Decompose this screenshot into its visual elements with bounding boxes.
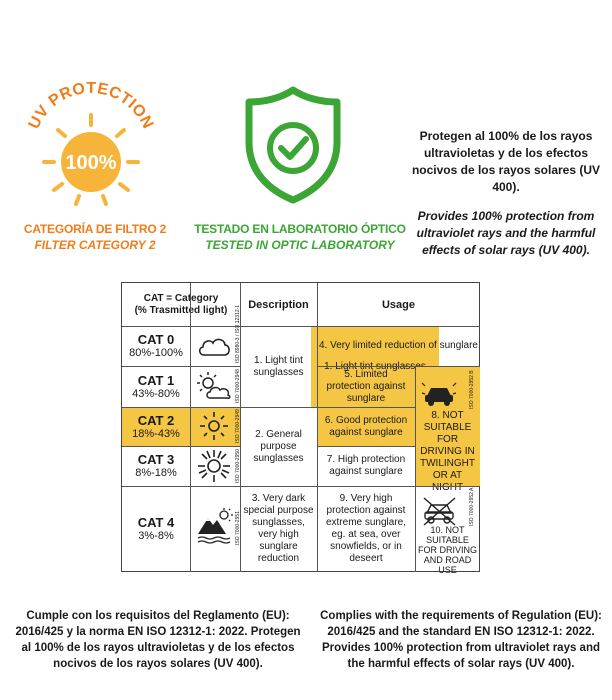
- desc-3-label: 3. Very dark special purpose sunglasses,…: [243, 493, 314, 564]
- uv-protection-badge: UV PROTECTION 100%: [26, 80, 156, 206]
- cat-3-name: CAT 3: [137, 452, 175, 467]
- cat-0-cell: CAT 0 80%-100%: [122, 326, 190, 366]
- filter-category-table: 1. Light tint sunglasses CAT = Category …: [121, 282, 480, 575]
- cat-2-icon-highlight: [190, 407, 240, 446]
- shield-check-icon: [245, 86, 341, 204]
- usage-7-cell: 7. High protection against sunglare: [317, 446, 415, 486]
- cat-0-range: 80%-100%: [129, 347, 183, 359]
- cat-2-range: 18%-43%: [132, 427, 180, 440]
- header-usage: Usage: [381, 298, 416, 311]
- iso-car: ISO 7000-2952 B: [469, 370, 475, 409]
- divider: [122, 446, 240, 447]
- car-headlights-icon: [421, 382, 457, 406]
- divider: [317, 446, 415, 447]
- header-category-line2: (% Trasmitted light): [134, 304, 228, 316]
- usage-4-label: 4. Very limited reduction of sunglare: [319, 340, 478, 351]
- cat-2-name: CAT 2: [137, 412, 175, 428]
- header-category-line1: CAT = Category: [143, 292, 219, 304]
- mountain-sun-icon: [197, 508, 233, 544]
- cat-1-range: 43%-80%: [132, 387, 180, 400]
- desc-1-label: 1. Light tint sunglasses: [253, 354, 304, 378]
- cloud-icon: [198, 338, 230, 356]
- lab-caption-es: TESTADO EN LABORATORIO ÓPTICO: [194, 222, 406, 236]
- usage-7-label: 7. High protection against sunglare: [326, 454, 406, 477]
- divider: [415, 366, 416, 572]
- usage-8-label: 8. NOT SUITABLE FOR DRIVING IN TWILINGHT…: [420, 410, 475, 493]
- cat-3-cell: CAT 3 8%-18%: [122, 446, 190, 486]
- bright-sun-icon: [198, 450, 230, 482]
- cat-1-cell: CAT 1 43%-80%: [122, 366, 190, 407]
- usage-8-label-cell: 8. NOT SUITABLE FOR DRIVING IN TWILINGHT…: [415, 410, 480, 493]
- divider: [122, 407, 415, 408]
- sun-rays-icon: [42, 113, 140, 206]
- divider: [122, 486, 480, 487]
- usage-9-label: 9. Very high protection against extreme …: [325, 493, 407, 564]
- header-description: Description: [248, 298, 309, 311]
- cat-3-range: 8%-18%: [135, 467, 177, 479]
- protection-text: Protegen al 100% de los rayos ultraviole…: [408, 128, 604, 259]
- divider: [122, 326, 480, 327]
- divider: [122, 366, 240, 367]
- iso-car-crossed: ISO 7000-2952 A: [469, 487, 475, 526]
- desc-3-cell: 3. Very dark special purpose sunglasses,…: [240, 486, 317, 572]
- cat-4-name: CAT 4: [137, 515, 175, 530]
- usage-5-label: 5. Limited protection against sunglare: [326, 368, 406, 404]
- usage-6-cell: [317, 407, 415, 446]
- footer-es: Cumple con los requisitos del Reglamento…: [15, 610, 301, 670]
- header-category: CAT = Category (% Trasmitted light): [122, 283, 240, 326]
- cat-2-cell: CAT 2 18%-43%: [122, 407, 190, 446]
- uv-percent: 100%: [65, 152, 116, 174]
- usage-10-cell: 10. NOT SUITABLE FOR DRIVING AND ROAD US…: [415, 525, 480, 575]
- divider: [240, 283, 241, 572]
- desc-2-cell: 2. General purpose sunglasses: [240, 407, 317, 486]
- usage-9-cell: 9. Very high protection against extreme …: [317, 486, 415, 572]
- protection-text-es: Protegen al 100% de los rayos ultraviole…: [411, 129, 601, 194]
- usage-10-label: 10. NOT SUITABLE FOR DRIVING AND ROAD US…: [418, 525, 478, 575]
- desc-1-cell: 1. Light tint sunglasses: [240, 326, 317, 407]
- usage-6-label-cell: 6. Good protection against sunglare: [317, 407, 415, 446]
- desc-2-label: 2. General purpose sunglasses: [253, 428, 304, 464]
- uv-caption-es: CATEGORÍA DE FILTRO 2: [23, 222, 167, 236]
- uv-caption-en: FILTER CATEGORY 2: [34, 238, 156, 252]
- footer-en: Complies with the requirements of Regula…: [320, 610, 602, 670]
- cat-0-name: CAT 0: [137, 332, 175, 347]
- cat-1-name: CAT 1: [137, 372, 175, 388]
- lab-caption-en: TESTED IN OPTIC LABORATORY: [205, 238, 395, 252]
- sun-icon: [200, 412, 228, 440]
- uv-caption: CATEGORÍA DE FILTRO 2 FILTER CATEGORY 2: [0, 222, 190, 252]
- usage-4-cell: 4. Very limited reduction of sunglare: [317, 326, 480, 366]
- car-crossed-icon: [423, 497, 456, 526]
- usage-8-cell: [415, 366, 480, 486]
- usage-6-label: 6. Good protection against sunglare: [324, 414, 408, 438]
- protection-text-en: Provides 100% protection from ultraviole…: [416, 209, 596, 257]
- sun-behind-cloud-icon: [197, 372, 231, 399]
- cat-2-highlight: [122, 407, 190, 446]
- divider: [317, 366, 480, 367]
- divider: [317, 283, 318, 572]
- cat-4-range: 3%-8%: [138, 530, 174, 542]
- cat-4-cell: CAT 4 3%-8%: [122, 486, 190, 572]
- lab-caption: TESTADO EN LABORATORIO ÓPTICO TESTED IN …: [190, 222, 410, 252]
- divider: [190, 283, 191, 572]
- sun-icon: [61, 132, 121, 192]
- usage-5-cell: 5. Limited protection against sunglare: [317, 366, 415, 407]
